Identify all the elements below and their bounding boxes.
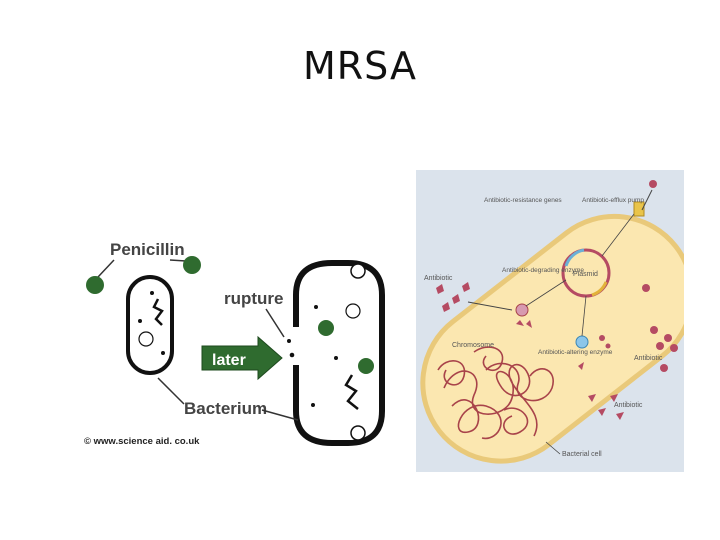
ruptured-bacterium-dot [334,356,338,360]
bacterial-cell [420,213,684,464]
rupture-label: rupture [224,289,284,308]
intact-bacterium-dna [152,298,164,326]
later-label: later [212,352,246,369]
expelled-antibiotic [649,180,657,188]
antibiotic-molecules-right [642,284,678,372]
altering-enzyme-label: Antibiotic-altering enzyme [538,349,613,356]
intact-bacterium-vacuole [138,331,154,347]
leaking-particle [287,339,291,343]
altered-antibiotics [578,335,611,370]
antibiotic-resistance-diagram: Chromosome Plasmid Antibiotic-resistance… [416,170,684,472]
bacterium-pointer-left [157,377,185,405]
antibiotic-right-label: Antibiotic [634,355,663,362]
bacterium-vacuole [345,303,361,319]
slide-title: MRSA [302,44,417,88]
intact-bacterium-dot [161,351,165,355]
antibiotic-arrow [467,301,513,311]
rupture-pointer [265,308,285,338]
bacterial-cell-pointer [545,441,561,455]
plasmid-link [601,213,635,257]
bacterium-pointer-right [261,409,299,421]
bacterium-label: Bacterium [184,399,267,418]
efflux-pump [633,201,645,217]
resistance-genes-label: Antibiotic-resistance genes [484,197,562,204]
leaking-particle [289,352,295,358]
ruptured-bacterium-dot [314,305,318,309]
ruptured-bacterium-dna [344,374,359,410]
plasmid-resistance-gene [564,248,585,267]
membrane-hole [350,425,366,441]
intact-bacterium-dot [150,291,154,295]
degrading-enzyme [515,303,529,317]
bound-penicillin [318,320,334,336]
altering-enzyme [575,335,589,349]
ruptured-bacterium-dot [311,403,315,407]
degraded-antibiotic [526,320,532,328]
antibiotic-molecules-left [436,282,470,312]
degraded-antibiotic [516,320,524,326]
chromosome-label: Chromosome [452,342,494,349]
penicillin-rupture-diagram: Penicillin later rupture Bacterium © www… [84,240,385,447]
rupture-gap [286,333,304,359]
penicillin-molecule-left [86,276,104,294]
penicillin-label: Penicillin [110,240,185,259]
bound-penicillin [358,358,374,374]
penicillin-pointer-left [97,259,115,278]
bacterial-cell-label: Bacterial cell [562,451,602,458]
antibiotic-bottom-label: Antibiotic [614,402,643,409]
ruptured-bacterium-wall [293,260,385,446]
penicillin-pointer-right [169,259,187,262]
chromosome-strands [437,346,554,440]
plasmid-link [525,279,567,307]
later-arrow [201,335,283,381]
degrading-enzyme-label: Antibiotic-degrading enzyme [502,267,584,274]
membrane-hole [350,263,366,279]
plasmid-resistance-gene [591,281,608,297]
penicillin-molecule-right [183,256,201,274]
plasmid-label: Plasmid [573,271,598,278]
intact-bacterium [126,275,174,375]
antibiotic-left-label: Antibiotic [424,275,453,282]
efflux-pump-label: Antibiotic-efflux pump [582,197,644,204]
credit-text: © www.science aid. co.uk [84,436,200,447]
plasmid-link [581,295,587,337]
efflux-arrow [641,189,653,211]
antibiotic-molecules-bottom [588,394,624,420]
intact-bacterium-dot [138,319,142,323]
